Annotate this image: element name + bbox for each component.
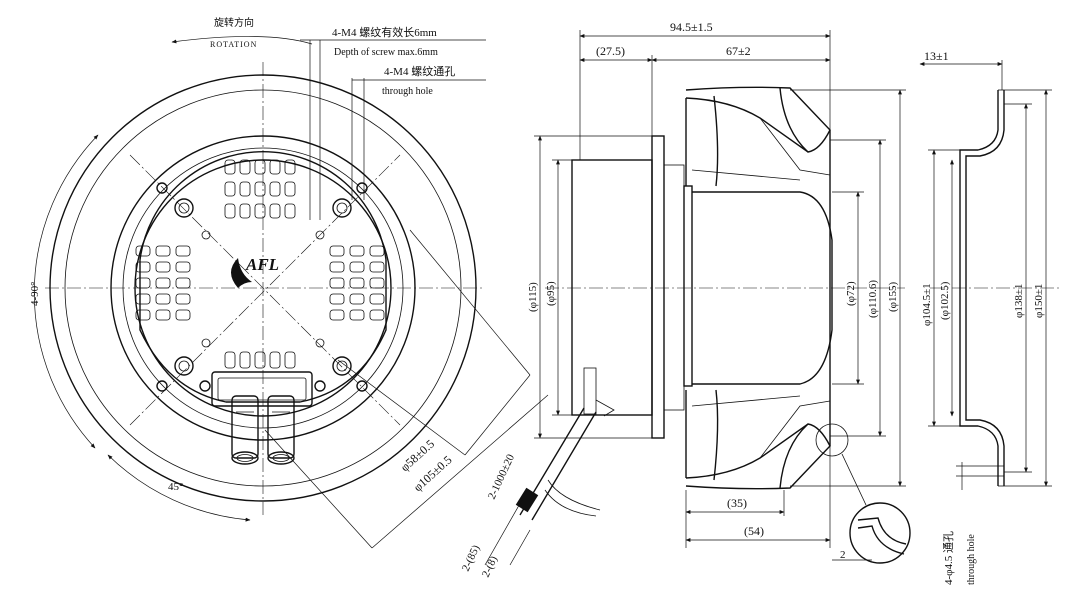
detail-marker [815, 423, 849, 457]
screw-depth-label-cn: 4-M4 螺纹有效长6mm [332, 25, 437, 39]
screw-holes [156, 182, 368, 392]
length-54-label: (54) [744, 524, 764, 538]
dia-102-5-label: (φ102.5) [939, 281, 951, 320]
cable: 2-1000±20 2-(85) 2-(8) [460, 407, 601, 579]
rotation-label-cn: 旋转方向 [214, 16, 254, 29]
length-27-5-label: (27.5) [596, 44, 625, 58]
detail-view [849, 502, 911, 564]
dia-150-label: φ150±1 [1033, 284, 1045, 318]
dia-155-label: (φ155) [887, 281, 899, 312]
rotation-label-en: ROTATION [210, 40, 257, 49]
length-67-label: 67±2 [726, 44, 751, 58]
screw-depth-label-en: Depth of screw max.6mm [334, 47, 438, 58]
hole-label-en: through hole [966, 534, 977, 585]
ring-view: 13±1 φ104.5±1 (φ102.5) φ138±1 φ150±1 4-φ… [919, 49, 1060, 585]
dia-72-label: (φ72) [845, 281, 857, 306]
detail-2-label: 2 [840, 549, 846, 561]
vent-slots [135, 159, 385, 369]
angle-45-label: 45° [168, 481, 183, 493]
hole-label-cn: 4-φ4.5 通孔 [942, 531, 955, 585]
dia-104-5-label: φ104.5±1 [921, 283, 933, 326]
thickness-13-label: 13±1 [924, 49, 949, 63]
front-view: AFL 旋转方向 ROTATION 4-M4 螺纹有效长6mm Depth of… [29, 16, 549, 549]
lead-8-label: 2-(8) [480, 554, 500, 579]
dia-95-label: (φ95) [545, 281, 557, 306]
angle-90-label: 4-90° [29, 281, 41, 306]
through-hole-label-cn: 4-M4 螺纹通孔 [384, 64, 455, 78]
logo-text: AFL [245, 255, 279, 274]
through-hole-label-en: through hole [382, 86, 433, 97]
dia-110-6-label: (φ110.6) [867, 280, 879, 318]
length-total-label: 94.5±1.5 [670, 20, 713, 34]
mounting-flange [651, 135, 665, 439]
brand-logo: AFL [231, 255, 279, 288]
dia-115-label: (φ115) [527, 282, 539, 312]
outer-ring [49, 74, 477, 502]
cable-length-label: 2-1000±20 [486, 452, 517, 501]
lead-85-label: 2-(85) [460, 543, 483, 573]
side-view: 94.5±1.5 (27.5) 67±2 [527, 20, 911, 564]
dia-138-label: φ138±1 [1013, 284, 1025, 318]
length-35-label: (35) [727, 496, 747, 510]
